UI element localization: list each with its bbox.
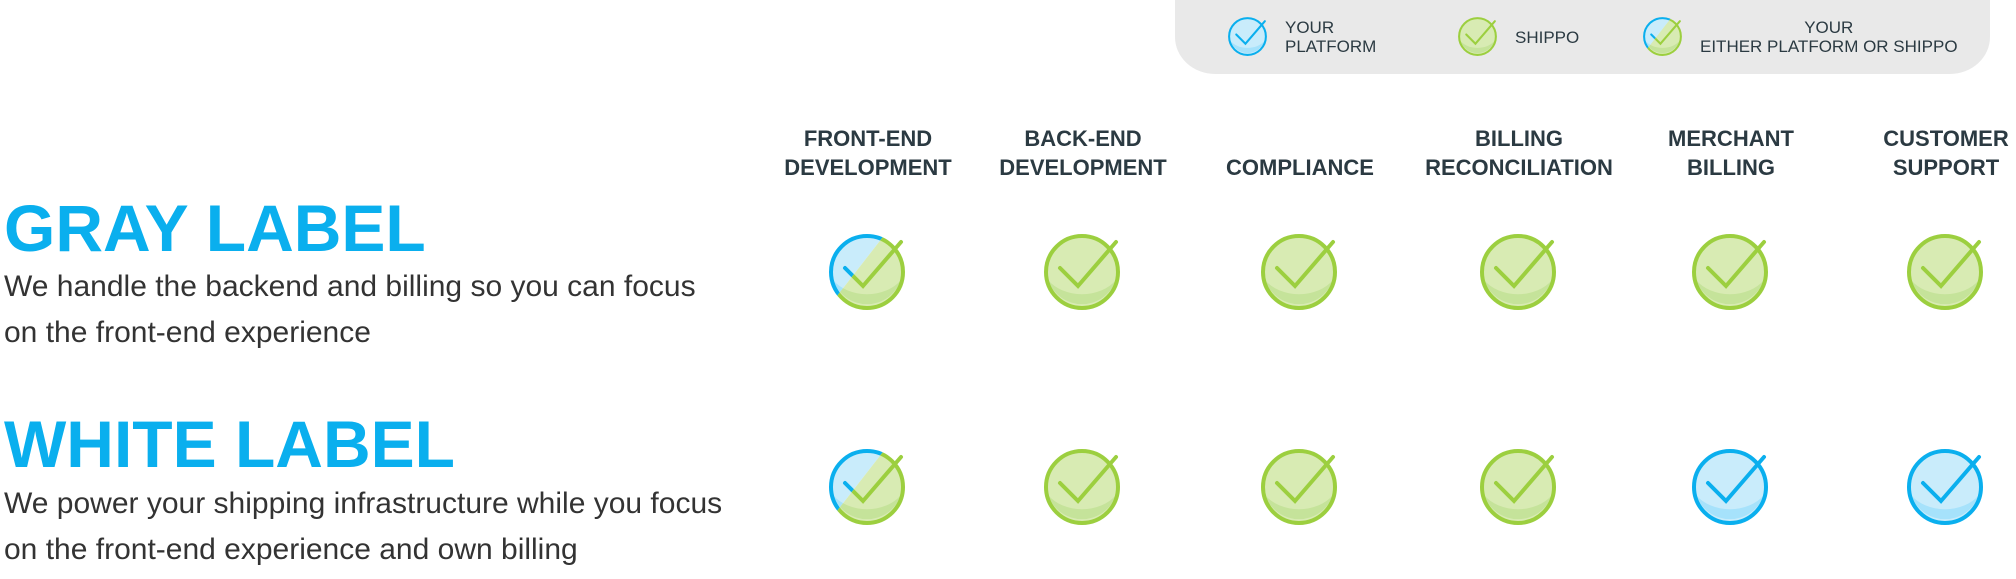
legend-label-line2: PLATFORM — [1285, 37, 1377, 56]
shippo-check-icon — [1038, 439, 1128, 529]
gray-label-title: GRAY LABEL — [4, 191, 426, 265]
header-line1: BACK-END — [1024, 126, 1142, 151]
shippo-check-icon — [1686, 224, 1776, 314]
shippo-check-icon — [1474, 224, 1564, 314]
desc-line2: on the front-end experience — [4, 316, 371, 349]
header-line1: CUSTOMER — [1883, 126, 2009, 151]
header-line2: DEVELOPMENT — [999, 155, 1167, 180]
either-check-icon — [823, 224, 913, 314]
shippo-check-icon — [1455, 12, 1501, 63]
header-line2: BILLING — [1687, 155, 1775, 180]
column-header-merchant-billing: MERCHANT BILLING — [1631, 124, 1831, 182]
column-header-back-end: BACK-END DEVELOPMENT — [983, 124, 1183, 182]
header-line2: SUPPORT — [1892, 155, 2000, 180]
shippo-check-icon — [1038, 224, 1128, 314]
legend-label: SHIPPO — [1515, 27, 1580, 47]
either-check-icon — [1640, 12, 1686, 63]
header-line1: MERCHANT — [1668, 126, 1794, 151]
column-header-billing-reconciliation: BILLING RECONCILIATION — [1419, 124, 1619, 182]
desc-line1: We handle the backend and billing so you… — [4, 270, 696, 303]
shippo-check-icon — [1474, 439, 1564, 529]
header-line1: BILLING — [1475, 126, 1563, 151]
platform-check-icon — [1225, 12, 1271, 63]
column-header-front-end: FRONT-END DEVELOPMENT — [768, 124, 968, 182]
shippo-check-icon — [1255, 224, 1345, 314]
header-line2: COMPLIANCE — [1226, 155, 1374, 180]
legend-label-line1: YOUR — [1804, 18, 1854, 37]
shippo-check-icon — [1255, 439, 1345, 529]
legend-item-shippo: SHIPPO — [1455, 0, 1579, 74]
platform-check-icon — [1686, 439, 1776, 529]
legend-label-line2: EITHER PLATFORM OR SHIPPO — [1700, 37, 1958, 56]
header-line1: FRONT-END — [803, 126, 933, 151]
column-header-customer-support: CUSTOMER SUPPORT — [1846, 124, 2016, 182]
desc-line1: We power your shipping infrastructure wh… — [4, 487, 723, 520]
platform-check-icon — [1901, 439, 1991, 529]
either-check-icon — [823, 439, 913, 529]
header-line2: RECONCILIATION — [1425, 155, 1613, 180]
desc-line2: on the front-end experience and own bill… — [4, 533, 578, 566]
header-line2: DEVELOPMENT — [784, 155, 952, 180]
column-header-compliance: COMPLIANCE — [1200, 124, 1400, 182]
white-label-description: We power your shipping infrastructure wh… — [4, 481, 804, 573]
shippo-check-icon — [1901, 224, 1991, 314]
white-label-title: WHITE LABEL — [4, 407, 455, 481]
legend-label-line1: YOUR — [1285, 18, 1335, 37]
gray-label-description: We handle the backend and billing so you… — [4, 264, 804, 356]
